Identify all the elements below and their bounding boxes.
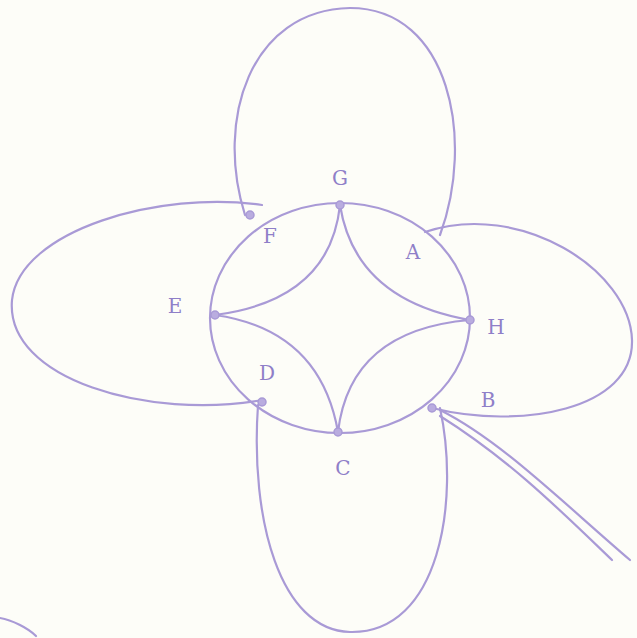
tail-line <box>440 416 612 560</box>
junction-dot <box>334 428 342 436</box>
point-label: E <box>168 296 183 316</box>
top-petal <box>235 8 455 235</box>
center-circle <box>210 203 470 433</box>
point-label: H <box>487 317 504 337</box>
point-label: D <box>259 363 275 383</box>
junction-dot <box>336 201 344 209</box>
junction-dot <box>428 404 436 412</box>
tail-line <box>440 410 630 560</box>
bottom-petal <box>257 405 447 632</box>
junction-dot <box>211 311 219 319</box>
point-label: G <box>332 168 348 188</box>
junction-dot <box>258 398 266 406</box>
corner-stroke <box>0 618 36 636</box>
point-label: A <box>406 242 420 262</box>
left-petal <box>12 202 262 405</box>
junction-dot <box>466 316 474 324</box>
right-petal <box>425 224 632 416</box>
point-label: B <box>481 390 496 410</box>
point-label: F <box>263 226 277 246</box>
inner-star <box>215 205 470 432</box>
junction-dot <box>246 211 254 219</box>
point-label: C <box>335 458 350 478</box>
